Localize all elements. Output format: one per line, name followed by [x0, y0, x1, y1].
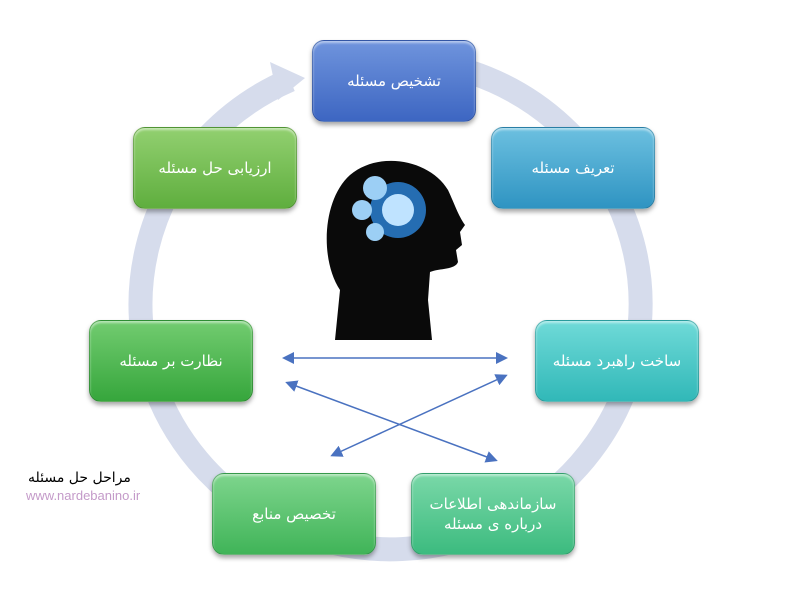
cycle-arrow-head: [270, 62, 305, 100]
step-build-strategy: ساخت راهبرد مسئله: [535, 320, 699, 402]
caption-url: www.nardebanino.ir: [26, 488, 141, 503]
caption-title: مراحل حل مسئله: [28, 470, 131, 486]
step-monitor-problem: نظارت بر مسئله: [89, 320, 253, 402]
step-allocate-resources: تخصیص منابع: [212, 473, 376, 555]
head-silhouette-icon: [326, 160, 465, 340]
step-diagnose-problem: تشخیص مسئله: [312, 40, 476, 122]
step-evaluate-solution: ارزیابی حل مسئله: [133, 127, 297, 209]
step-define-problem: تعریف مسئله: [491, 127, 655, 209]
cycle-ring: [128, 60, 653, 562]
step-organize-information: سازماندهی اطلاعات درباره ی مسئله: [411, 473, 575, 555]
arrow-diagonal-2: [330, 374, 508, 457]
